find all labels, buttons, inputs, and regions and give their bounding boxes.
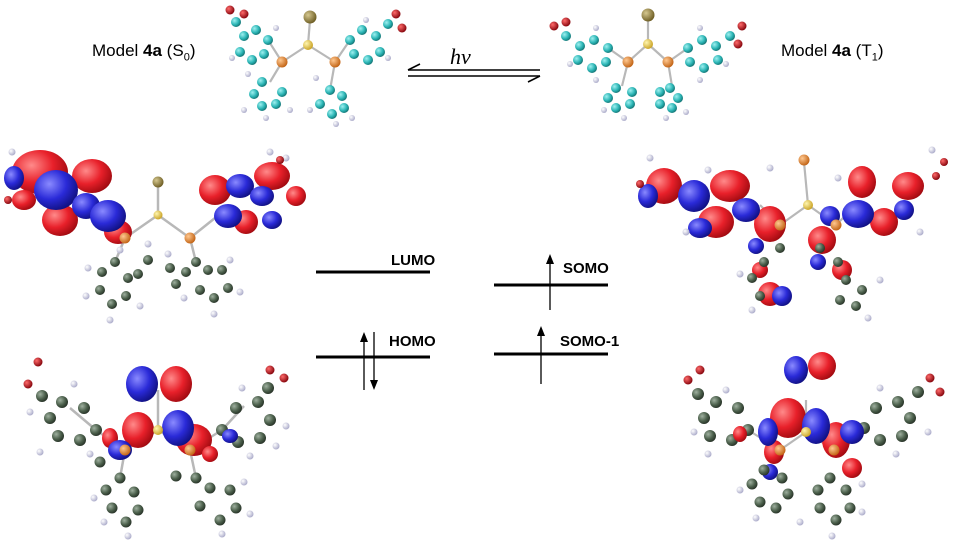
right-model-state-close: ) [877, 41, 884, 60]
right-model-label: Model 4a (T1) [781, 41, 884, 63]
homo-label: HOMO [389, 333, 436, 350]
right-model-state-sub: 1 [871, 51, 878, 64]
s0-ball-stick-model [225, 5, 407, 127]
somo-spin-up [546, 254, 554, 310]
left-model-state-close: ) [189, 41, 196, 60]
lumo-label: LUMO [391, 252, 436, 269]
somo-minus-1-label: SOMO-1 [560, 333, 620, 350]
t1-ball-stick-model [549, 8, 747, 121]
left-model-state-sub: 0 [183, 51, 190, 64]
homo-spin-pair [360, 332, 378, 390]
right-model-state: (T [850, 41, 872, 60]
left-model-label: Model 4a (S0) [92, 41, 195, 63]
equilibrium-arrows [407, 63, 541, 83]
lumo-orbital-structure [4, 148, 306, 324]
right-model-compound: 4a [832, 41, 851, 60]
somo-minus-1-spin-up [537, 326, 545, 384]
somo-minus-1-orbital-structure [683, 352, 945, 540]
left-model-state: (S [161, 41, 184, 60]
left-model-prefix: Model [92, 41, 144, 60]
energy-level-diagram [316, 254, 608, 390]
homo-orbital-structure [23, 357, 290, 540]
somo-label: SOMO [563, 260, 609, 277]
photon-arrow-label: hν [450, 44, 471, 69]
left-model-compound: 4a [143, 41, 162, 60]
somo-orbital-structure [636, 146, 948, 322]
right-model-prefix: Model [781, 41, 833, 60]
